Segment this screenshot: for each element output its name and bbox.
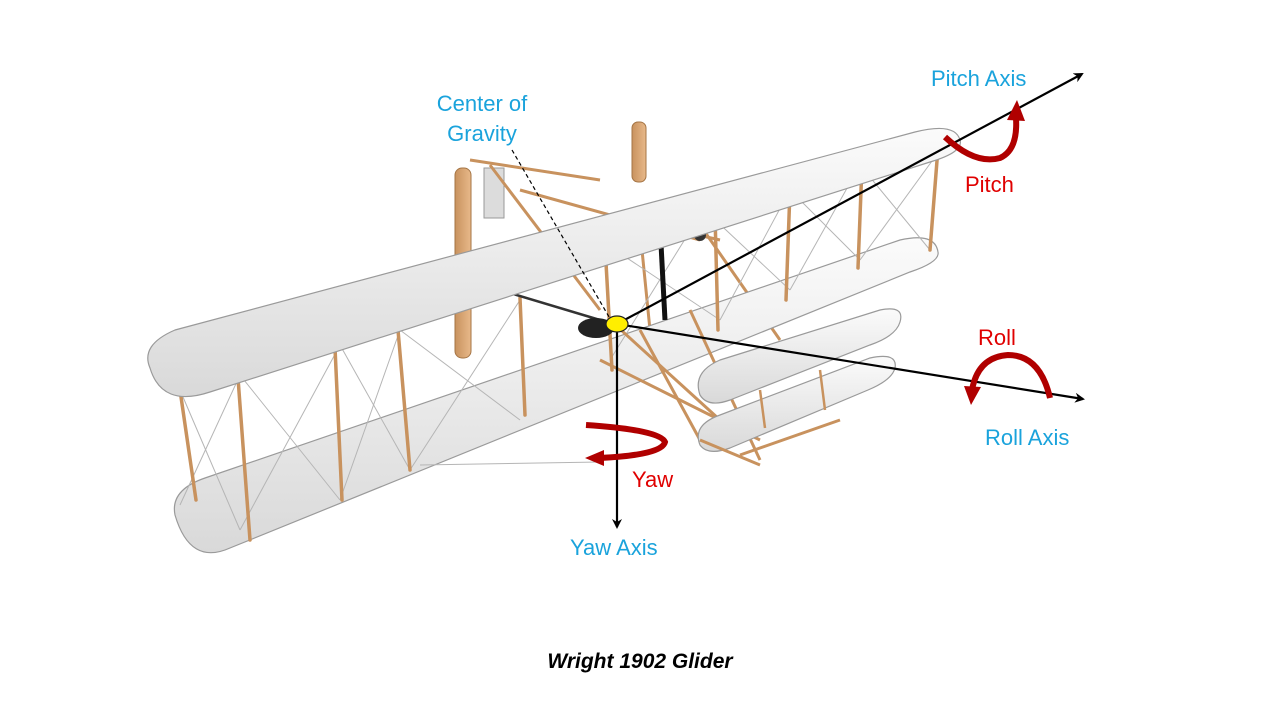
yaw-rotation-arrow — [585, 422, 669, 466]
center-of-gravity-label-line2: Gravity — [447, 121, 517, 146]
roll-axis-label: Roll Axis — [985, 425, 1070, 450]
center-of-gravity-label: Center of Gravity — [412, 89, 552, 149]
center-of-gravity-dot — [605, 315, 629, 333]
pitch-rotation-arrow — [942, 100, 1025, 163]
figure-caption: Wright 1902 Glider — [547, 650, 733, 673]
center-of-gravity-leader — [511, 149, 613, 323]
center-of-gravity-label-line1: Center of — [436, 91, 528, 116]
yaw-label: Yaw — [632, 467, 674, 492]
roll-label: Roll — [978, 325, 1016, 350]
yaw-axis-label: Yaw Axis — [570, 535, 658, 560]
pitch-label: Pitch — [965, 172, 1014, 197]
pitch-axis-label: Pitch Axis — [931, 66, 1027, 91]
roll-rotation-arrow — [964, 351, 1053, 405]
roll-axis-arrow — [616, 322, 1085, 403]
pitch-axis-arrow — [616, 73, 1084, 325]
